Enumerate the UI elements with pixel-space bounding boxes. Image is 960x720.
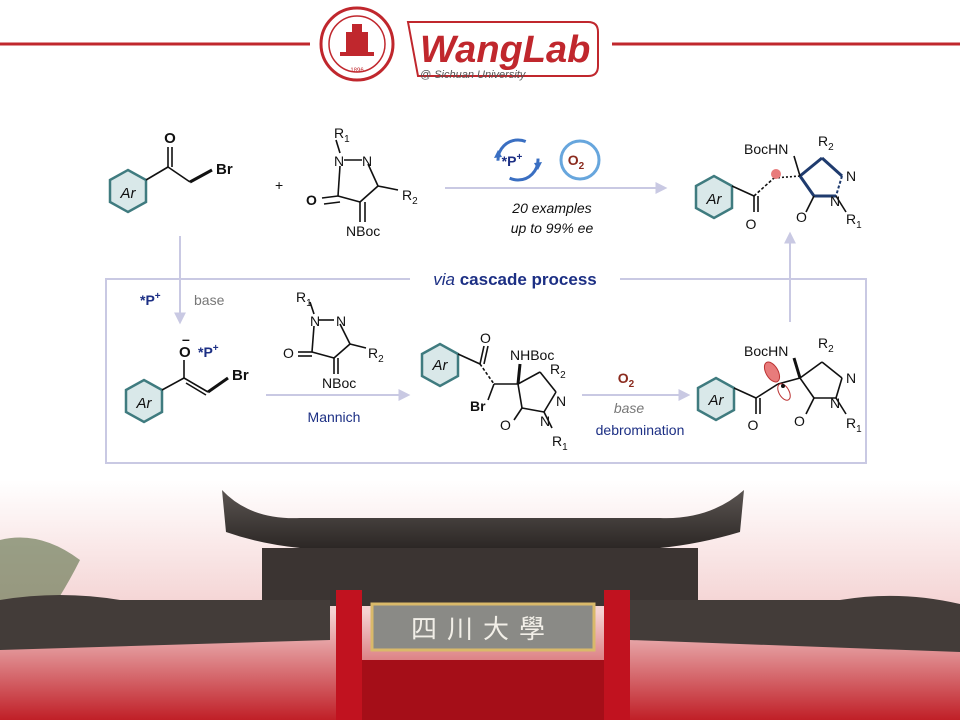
radical-r1-label: R1 xyxy=(846,415,862,435)
radical-intermediate xyxy=(696,357,847,422)
adduct-o-label: O xyxy=(500,417,511,433)
adduct-r1-label: R1 xyxy=(552,433,568,453)
bromine-label: Br xyxy=(216,161,233,178)
logo-text: WangLab xyxy=(420,29,590,71)
oxygen-circle-icon xyxy=(559,139,601,181)
aryl-label: Ar xyxy=(120,185,137,202)
right-roof xyxy=(630,595,960,652)
product-n1-label: N xyxy=(830,193,840,209)
enolate-aryl-ring-icon xyxy=(124,378,164,424)
adduct-ketone-o-label: O xyxy=(480,330,491,346)
header: 1896 WangLab @ Sichuan University xyxy=(0,6,960,82)
cascade-r1-label: R1 xyxy=(296,289,312,309)
p-orbital-icon xyxy=(763,361,791,401)
cascade-r2-label: R2 xyxy=(368,345,384,365)
radical-n1-label: N xyxy=(830,395,840,411)
product-o-label: O xyxy=(796,209,807,225)
product-n2-label: N xyxy=(846,168,856,184)
enolate-catalyst-label: *P+ xyxy=(198,343,219,360)
radical-bochn-label: BocHN xyxy=(744,343,788,359)
upper-roof xyxy=(222,490,744,548)
debromination-label: debromination xyxy=(596,422,685,438)
radical-aryl-label: Ar xyxy=(708,392,725,409)
cascade-title-backdrop xyxy=(410,266,620,292)
product-bochn-label: BocHN xyxy=(744,141,788,157)
reactant-bromoketone xyxy=(108,147,213,214)
campus-gate-banner: 四川大學 xyxy=(0,480,960,720)
n2-label: N xyxy=(362,153,372,169)
debromination-o2-label: O2 xyxy=(618,370,635,390)
left-roof xyxy=(0,595,330,650)
adduct-n1-label: N xyxy=(540,413,550,429)
product-r1-label: R1 xyxy=(846,211,862,231)
pillar-left xyxy=(336,590,362,720)
product-ketone-o-label: O xyxy=(746,216,757,232)
cascade-o-label: O xyxy=(283,345,294,361)
enolate-minus-label: – xyxy=(182,331,190,347)
adduct-nhboc-label: NHBoc xyxy=(510,347,554,363)
adduct-aryl-label: Ar xyxy=(432,357,449,374)
gate-plaque xyxy=(370,602,596,652)
cascade-nboc-label: NBoc xyxy=(322,375,356,391)
wanglab-logo: WangLab @ Sichuan University xyxy=(406,21,599,81)
radical-n2-label: N xyxy=(846,370,856,386)
nboc-label: NBoc xyxy=(346,223,380,239)
cascade-ketimine xyxy=(298,301,367,374)
oxygen-label: O2 xyxy=(568,152,585,172)
sichuan-university-seal-icon: 1896 xyxy=(319,6,395,82)
gate-opening xyxy=(362,660,604,720)
adduct-r2-label: R2 xyxy=(550,361,566,381)
product-aryl-ring-icon xyxy=(694,174,734,220)
top-reaction xyxy=(108,147,213,214)
enolate-br-label: Br xyxy=(232,367,249,384)
gate-plaque-text: 四川大學 xyxy=(411,614,555,644)
reactant-pyrazolone-ketimine xyxy=(321,139,399,222)
aryl-ring-icon xyxy=(108,168,148,214)
product-r2-label: R2 xyxy=(818,133,834,153)
cascade-title: via cascade process xyxy=(433,270,597,289)
adduct-br-label: Br xyxy=(470,398,486,414)
seal-year: 1896 xyxy=(350,68,364,74)
enolate-intermediate xyxy=(124,360,229,424)
radical-r2-label: R2 xyxy=(818,335,834,355)
catalyst-label: *P+ xyxy=(502,152,523,169)
cascade-n1-label: N xyxy=(310,313,320,329)
radical-ketone-o-label: O xyxy=(748,417,759,433)
adduct-aryl-ring-icon xyxy=(420,342,460,388)
product-aryl-label: Ar xyxy=(706,191,723,208)
debromination-base-label: base xyxy=(614,400,645,416)
pyrazolone-o-label: O xyxy=(306,192,317,208)
enolate-aryl-label: Ar xyxy=(136,395,153,412)
mannich-label: Mannich xyxy=(308,409,361,425)
r2-label: R2 xyxy=(402,187,418,207)
logo-subtitle: @ Sichuan University xyxy=(420,69,527,81)
cascade-n2-label: N xyxy=(336,313,346,329)
product-structure xyxy=(694,155,847,220)
mannich-adduct xyxy=(420,342,557,429)
stereocenter-marker-icon xyxy=(771,169,781,179)
radical-o-label: O xyxy=(794,413,805,429)
n1-label: N xyxy=(334,153,344,169)
upper-eaves xyxy=(262,548,698,606)
carbonyl-o-label: O xyxy=(164,130,176,147)
r1-label: R1 xyxy=(334,125,350,145)
conditions-line-1: 20 examples xyxy=(511,200,591,216)
enolate-o-label: O xyxy=(179,344,191,361)
photocatalyst-cycle-icon xyxy=(494,138,542,182)
plus-sign: + xyxy=(275,177,283,193)
radical-aryl-ring-icon xyxy=(696,376,736,422)
conditions-line-2: up to 99% ee xyxy=(511,220,594,236)
cascade-base-label: base xyxy=(194,292,225,308)
pillar-right xyxy=(604,590,630,720)
adduct-n2-label: N xyxy=(556,393,566,409)
cascade-catalyst-label: *P+ xyxy=(140,291,161,308)
